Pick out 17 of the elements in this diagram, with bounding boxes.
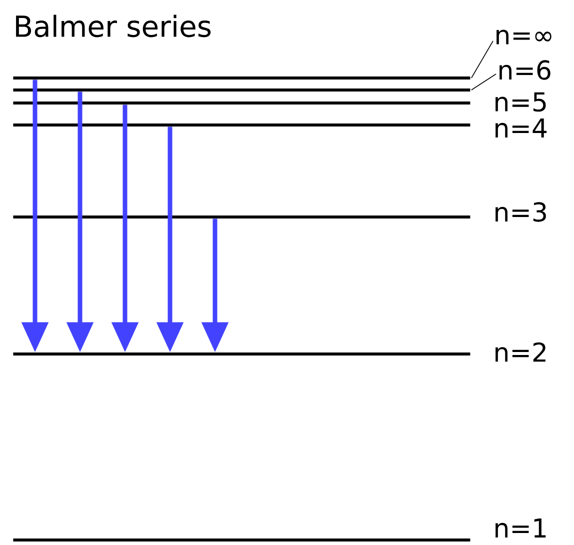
title: Balmer series	[16, 14, 211, 38]
energy-level-line	[13, 124, 470, 126]
level-label: n=4	[496, 118, 547, 138]
level-label: n=2	[496, 342, 546, 362]
level-label: n=5	[496, 92, 546, 112]
energy-level-line	[13, 76, 470, 80]
leader-line	[471, 40, 494, 78]
energy-level-line	[13, 216, 470, 218]
energy-level-line	[13, 102, 470, 104]
energy-level-line	[13, 352, 470, 356]
energy-level-line	[13, 88, 470, 92]
energy-level-line	[13, 538, 470, 542]
level-label: n=∞	[496, 30, 552, 44]
level-label: n=3	[496, 202, 546, 222]
leader-line	[471, 74, 496, 90]
level-label: n=1	[496, 518, 546, 538]
level-label: n=6	[500, 60, 550, 80]
